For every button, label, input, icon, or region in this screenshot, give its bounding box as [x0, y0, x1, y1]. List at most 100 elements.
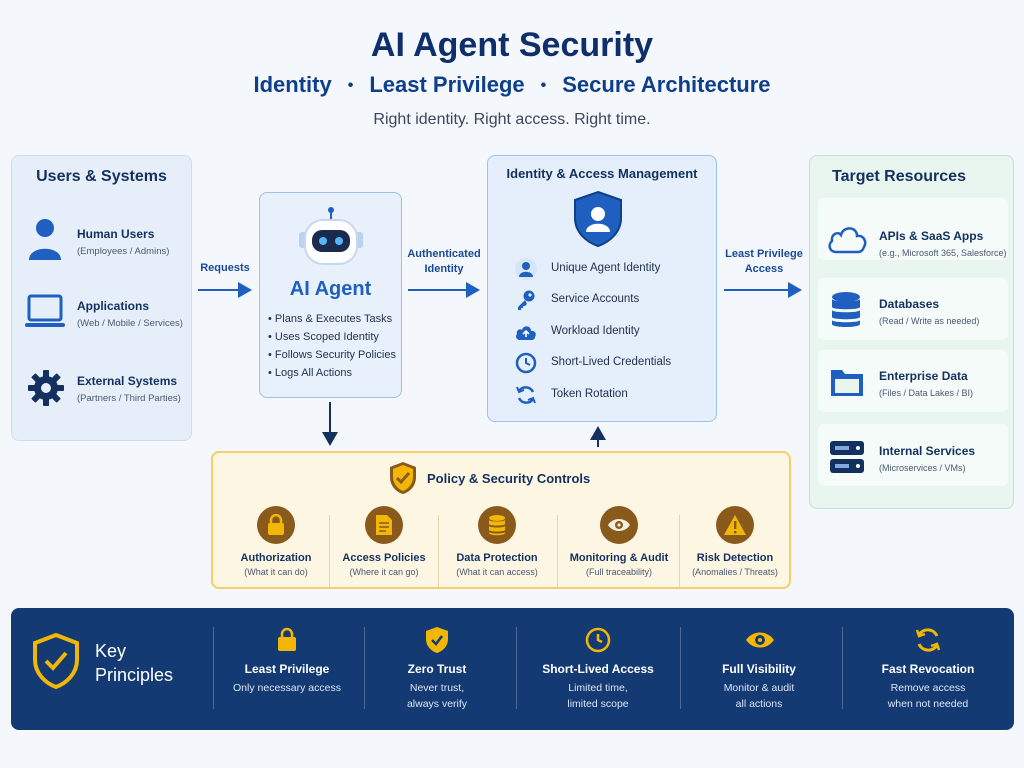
divider: [679, 515, 680, 587]
users-item-label: Applications: [77, 299, 150, 313]
principle-label: Short-Lived Access: [542, 662, 654, 676]
users-item-sub: (Partners / Third Parties): [77, 393, 181, 404]
clock-icon: [514, 351, 538, 375]
agent-capability: • Follows Security Policies: [268, 349, 396, 361]
database-icon: [478, 506, 516, 544]
target-item-sub: (Read / Write as needed): [879, 316, 980, 326]
least-privilege-label-line2: Access: [744, 263, 784, 275]
eye-icon: [745, 626, 775, 654]
folder-icon: [828, 364, 866, 400]
policy-item-label: Authorization: [240, 552, 312, 564]
divider: [842, 627, 843, 709]
principle-sub: when not needed: [887, 698, 969, 710]
policy-item-sub: (What it can do): [244, 567, 308, 577]
subtitle-secure-architecture: Secure Architecture: [562, 72, 771, 97]
policy-item-label: Data Protection: [456, 552, 538, 564]
policy-item-label: Monitoring & Audit: [569, 552, 669, 564]
target-item-sub: (e.g., Microsoft 365, Salesforce): [879, 248, 1007, 258]
target-item-sub: (Microservices / VMs): [879, 463, 966, 473]
principle-sub: limited scope: [567, 698, 629, 710]
shield-user-icon: [572, 190, 624, 248]
agent-capability-text: Logs All Actions: [274, 367, 352, 379]
target-item-sub: (Files / Data Lakes / BI): [879, 388, 974, 398]
iam-item-label: Short-Lived Credentials: [551, 356, 672, 368]
ai-agent-title: AI Agent: [289, 278, 372, 300]
agent-capability: • Uses Scoped Identity: [268, 331, 379, 343]
key-icon: [514, 288, 538, 312]
lock-icon: [273, 626, 301, 654]
key-principles-panel: [11, 608, 1014, 730]
cloud-icon: [514, 320, 538, 344]
least-privilege-label: Least Privilege Access: [718, 248, 810, 275]
principle-sub: Monitor & audit: [723, 682, 795, 694]
eye-icon: [600, 506, 638, 544]
database-icon: [828, 290, 864, 330]
refresh-icon: [914, 626, 942, 654]
shield-check-icon: [423, 626, 451, 654]
policy-item-sub: (Anomalies / Threats): [692, 567, 778, 577]
target-item-label: Databases: [879, 297, 940, 311]
clock-icon: [584, 626, 612, 654]
policy-controls-title: Policy & Security Controls: [427, 471, 591, 486]
agent-capability-text: Plans & Executes Tasks: [274, 313, 393, 325]
users-item-label: Human Users: [77, 227, 155, 241]
principle-label: Zero Trust: [407, 662, 467, 676]
principle-sub: all actions: [735, 698, 783, 710]
laptop-icon: [24, 294, 66, 330]
iam-item-label: Service Accounts: [551, 293, 640, 305]
agent-capability: • Plans & Executes Tasks: [268, 313, 393, 325]
server-icon: [828, 438, 866, 476]
document-icon: [365, 506, 403, 544]
person-icon: [26, 217, 64, 261]
divider: [680, 627, 681, 709]
authenticated-label-line2: Identity: [424, 263, 464, 275]
robot-icon: [295, 206, 367, 268]
agent-capability: • Logs All Actions: [268, 367, 352, 379]
shield-check-icon: [31, 632, 81, 690]
users-item-label: External Systems: [77, 374, 178, 388]
principle-sub: always verify: [406, 698, 468, 710]
subtitle: Identity • Least Privilege • Secure Architec…: [0, 72, 1024, 98]
divider: [438, 515, 439, 587]
principle-label: Fast Revocation: [881, 662, 975, 676]
requests-label: Requests: [200, 262, 250, 274]
target-item-label: APIs & SaaS Apps: [879, 229, 984, 243]
target-item-label: Internal Services: [879, 444, 976, 458]
policy-item-sub: (Full traceability): [585, 567, 652, 577]
divider: [364, 627, 365, 709]
policy-item-sub: (Where it can go): [349, 567, 419, 577]
page-title: AI Agent Security: [370, 26, 654, 64]
principle-label: Full Visibility: [722, 662, 796, 676]
agent-capability-text: Uses Scoped Identity: [274, 331, 379, 343]
tagline: Right identity. Right access. Right time…: [373, 111, 651, 128]
principle-sub: Never trust,: [409, 682, 465, 694]
target-resources-title: Target Resources: [832, 168, 966, 185]
person-icon: [514, 257, 538, 281]
subtitle-separator: •: [540, 77, 547, 95]
subtitle-identity: Identity: [253, 72, 332, 97]
gear-icon: [27, 369, 65, 407]
divider: [557, 515, 558, 587]
divider: [329, 515, 330, 587]
refresh-icon: [514, 383, 538, 407]
iam-item-label: Unique Agent Identity: [551, 262, 661, 274]
subtitle-separator: •: [347, 77, 354, 95]
lock-icon: [257, 506, 295, 544]
principle-sub: Remove access: [890, 682, 966, 694]
cloud-icon: [826, 222, 868, 256]
divider: [213, 627, 214, 709]
shield-check-icon: [388, 461, 418, 495]
policy-item-label: Risk Detection: [696, 552, 774, 564]
target-item-label: Enterprise Data: [879, 369, 968, 383]
authenticated-label: Authenticated Identity: [400, 248, 488, 275]
iam-item-label: Token Rotation: [551, 388, 628, 400]
principle-sub: Limited time,: [568, 682, 628, 694]
principle-sub: Only necessary access: [233, 682, 341, 694]
subtitle-least-privilege: Least Privilege: [369, 72, 525, 97]
warning-icon: [716, 506, 754, 544]
iam-item-label: Workload Identity: [551, 325, 640, 337]
divider: [516, 627, 517, 709]
iam-title: Identity & Access Management: [506, 166, 698, 181]
policy-item-label: Access Policies: [342, 552, 426, 564]
